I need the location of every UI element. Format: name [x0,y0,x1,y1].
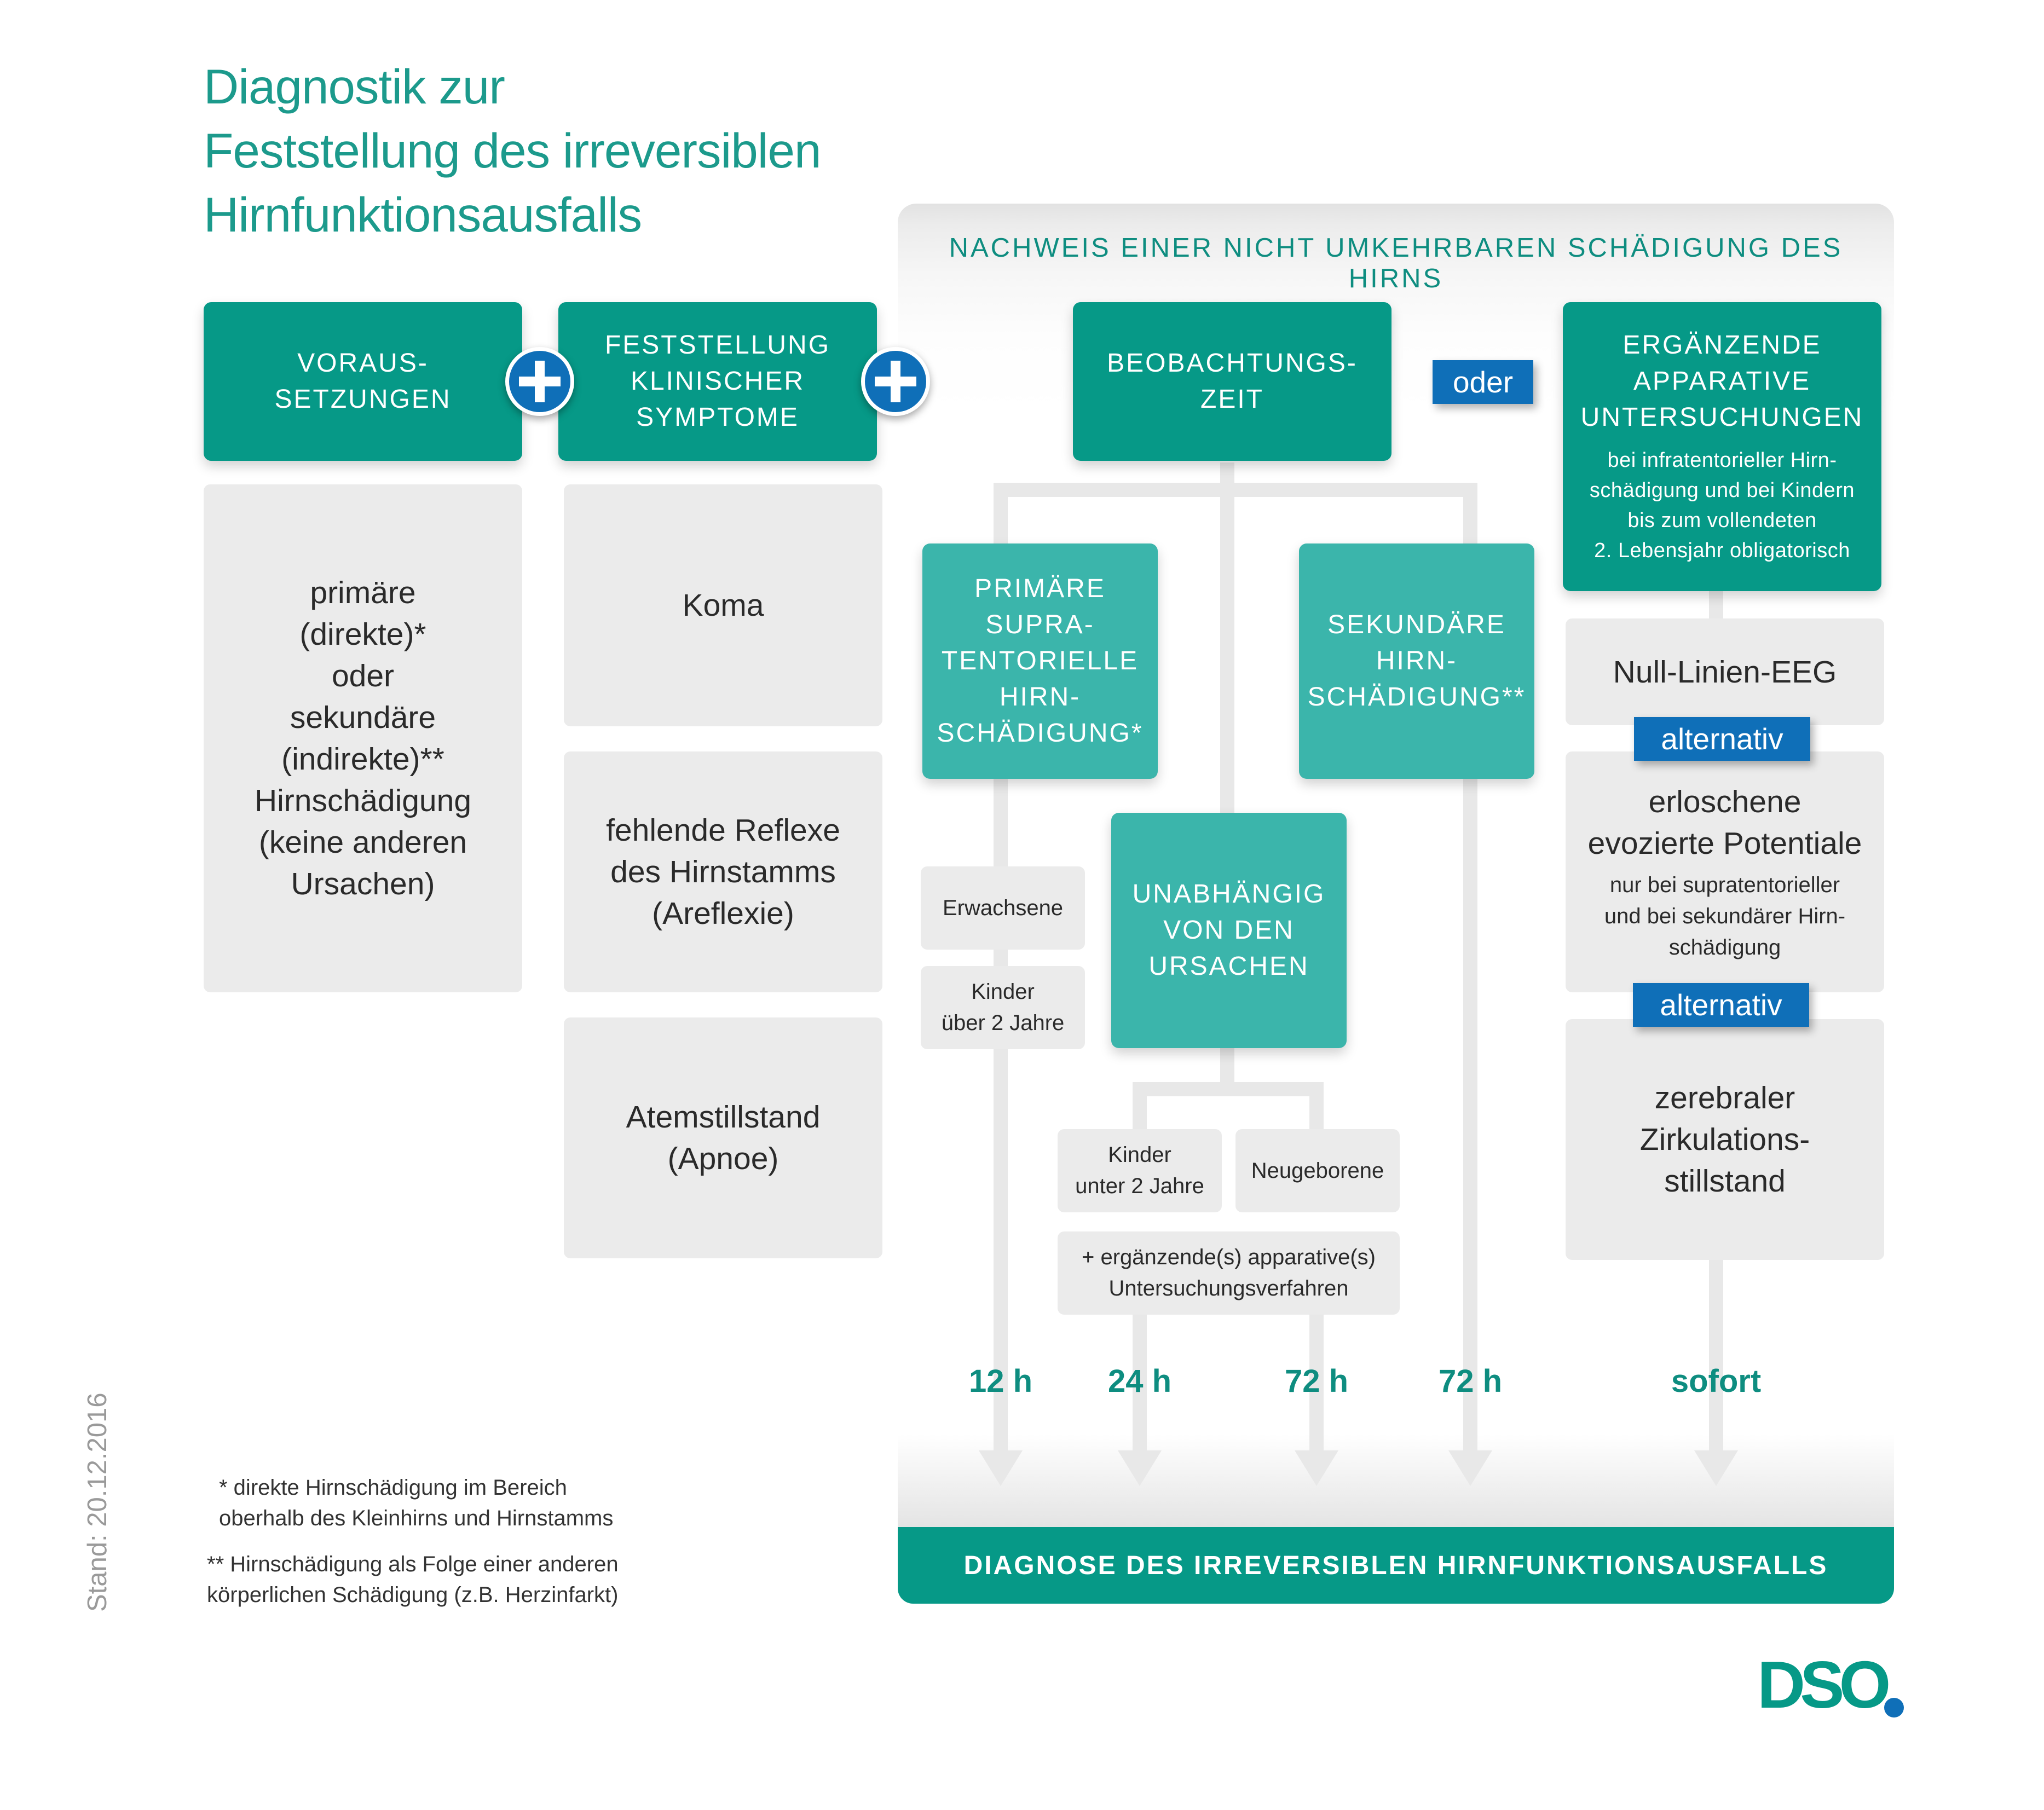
plus-icon-2 [861,347,930,416]
primaere-text: PRIMÄRE SUPRA- TENTORIELLE HIRN- SCHÄDIG… [937,574,1144,748]
plus-icon-1 [505,347,574,416]
voraussetzungen-header: VORAUS- SETZUNGEN [204,302,522,461]
time-12h: 12 h [968,1363,1033,1399]
kinder-ueber-2: Kinder über 2 Jahre [941,980,1065,1035]
time-sofort: sofort [1671,1363,1762,1399]
alternativ-label-2: alternativ [1633,983,1809,1027]
voraussetzungen-header-text: VORAUS- SETZUNGEN [274,349,452,414]
plus-glyph-2 [875,361,916,402]
time-24h: 24 h [1107,1363,1172,1399]
panel-title: NACHWEIS EINER NICHT UMKEHRBAREN SCHÄDIG… [949,233,1843,293]
symptom-areflexie: fehlende Reflexe des Hirnstamms (Areflex… [606,813,840,931]
kinder-unter-box: Kinder unter 2 Jahre [1058,1129,1222,1212]
svg-text:DSO: DSO [1757,1653,1888,1719]
symptom-koma: Koma [682,588,764,623]
beobachtungszeit-box: BEOBACHTUNGS- ZEIT [1073,302,1391,461]
page-title: Diagnostik zur Feststellung des irrevers… [204,59,822,242]
time-72h-a: 72 h [1284,1363,1349,1399]
null-linien-box: Null-Linien-EEG [1566,618,1884,725]
zerebral-box: zerebraler Zirkulations- stillstand [1566,1019,1884,1260]
neugeborene-box: Neugeborene [1235,1129,1400,1212]
footnote-1: * direkte Hirnschädigung im Bereich ober… [219,1476,614,1530]
footnote-2: ** Hirnschädigung als Folge einer andere… [207,1552,619,1607]
unabhaengig-text: UNABHÄNGIG VON DEN URSACHEN [1132,880,1326,981]
dso-logo-mark: DSO [1757,1647,1904,1722]
neugeborene: Neugeborene [1251,1158,1384,1183]
plus-glyph-1 [519,361,561,402]
voraussetzungen-text: primäre (direkte)* oder sekundäre (indir… [254,575,472,901]
voraussetzungen-box: primäre (direkte)* oder sekundäre (indir… [204,484,522,992]
symptom-box-koma: Koma [564,484,882,726]
diagnose-text: DIAGNOSE DES IRREVERSIBLEN HIRNFUNKTIONS… [963,1551,1828,1580]
beobachtungszeit-text: BEOBACHTUNGS- ZEIT [1107,349,1358,414]
stand-date: Stand: 20.12.2016 [83,1392,112,1612]
diagnose-bar: DIAGNOSE DES IRREVERSIBLEN HIRNFUNKTIONS… [898,1527,1894,1604]
ergaenzende-header-text: ERGÄNZENDE APPARATIVE UNTERSUCHUNGEN [1580,331,1864,432]
evozierte-potentiale: erloschene evozierte Potentiale [1587,784,1862,861]
sekundaere-box: SEKUNDÄRE HIRN- SCHÄDIGUNG** [1299,543,1534,779]
ergaenzende-verfahren: + ergänzende(s) apparative(s) Untersuchu… [1082,1245,1376,1300]
kinder-unter-2: Kinder unter 2 Jahre [1075,1143,1204,1198]
time-72h-b: 72 h [1438,1363,1503,1399]
primaere-box: PRIMÄRE SUPRA- TENTORIELLE HIRN- SCHÄDIG… [922,543,1158,779]
erwachsene: Erwachsene [942,895,1064,920]
klinische-symptome-header-text: FESTSTELLUNG KLINISCHER SYMPTOME [604,331,831,432]
erwachsene-box: Erwachsene [921,866,1085,950]
ergaenzende-header: ERGÄNZENDE APPARATIVE UNTERSUCHUNGEN bei… [1563,302,1881,591]
ergaenzende-note: bei infratentorieller Hirn- schädigung u… [1589,449,1855,562]
evozierte-box: erloschene evozierte Potentiale nur bei … [1566,751,1884,992]
alternativ-label-1: alternativ [1634,717,1810,761]
symptom-box-apnoe: Atemstillstand (Apnoe) [564,1017,882,1258]
dso-logo: DSO [1757,1647,1910,1722]
null-linien-eeg: Null-Linien-EEG [1613,654,1837,690]
unabhaengig-box: UNABHÄNGIG VON DEN URSACHEN [1111,813,1347,1048]
sekundaere-text: SEKUNDÄRE HIRN- SCHÄDIGUNG** [1307,610,1526,712]
zerebraler-zirkulationsstillstand: zerebraler Zirkulations- stillstand [1639,1080,1810,1199]
klinische-symptome-header: FESTSTELLUNG KLINISCHER SYMPTOME [558,302,877,461]
oder-label: oder [1433,360,1533,404]
ergaenzende-verfahren-box: + ergänzende(s) apparative(s) Untersuchu… [1058,1231,1400,1315]
panel-bottom-shade [898,1434,1894,1527]
evozierte-note: nur bei supratentorieller und bei sekund… [1604,872,1846,959]
symptom-apnoe: Atemstillstand (Apnoe) [626,1100,821,1176]
kinder-ueber-box: Kinder über 2 Jahre [921,966,1085,1049]
symptom-box-areflexie: fehlende Reflexe des Hirnstamms (Areflex… [564,751,882,992]
